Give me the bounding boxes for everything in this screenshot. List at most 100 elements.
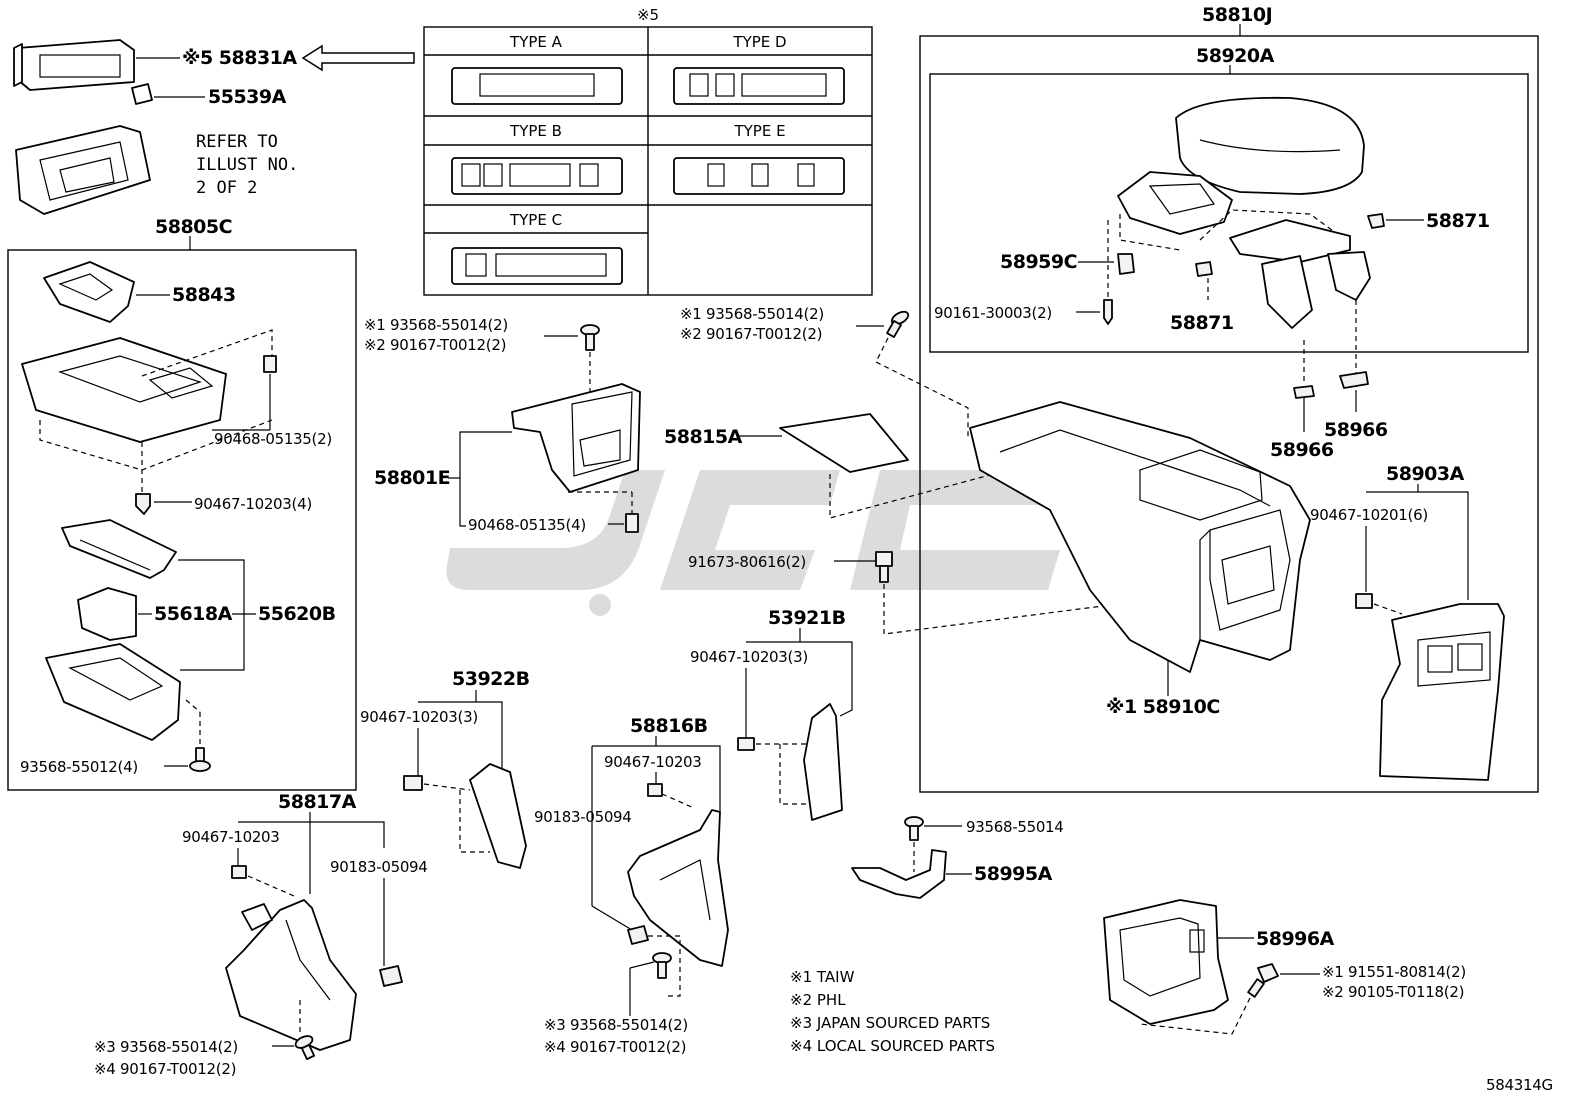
note-2: ※2 PHL: [790, 991, 846, 1009]
clip-90468-05135-a: [263, 355, 277, 373]
label-58815A-s1: ※1 93568-55014(2): [680, 305, 824, 323]
note-1: ※1 TAIW: [790, 968, 855, 986]
label-58843: 58843: [172, 284, 236, 306]
screw-58815A: [886, 310, 910, 338]
type-c-panel: [451, 247, 623, 285]
refer-line-1: REFER TO: [196, 132, 278, 152]
part-58995A: [851, 849, 947, 899]
clip-90467-10201: [1355, 593, 1373, 609]
clip-53921B: [737, 737, 755, 751]
type-table-title: ※5: [637, 6, 659, 24]
part-armrest-lid: [1175, 96, 1365, 195]
type-a-header: TYPE A: [509, 33, 563, 51]
type-d-header: TYPE D: [732, 33, 786, 51]
type-d-panel: [673, 67, 845, 105]
clip-90467-10203-a: [135, 493, 151, 515]
label-58995A: 58995A: [974, 863, 1053, 885]
label-58810J: 58810J: [1202, 4, 1272, 26]
pin-58966-a: [1293, 385, 1315, 399]
illustration-number: 584314G: [1486, 1076, 1553, 1094]
label-58816B: 58816B: [630, 715, 708, 737]
part-hinge-lower: [1229, 219, 1371, 329]
group-box-58810J: [919, 35, 1539, 793]
screw-58816B: [652, 952, 672, 979]
label-90468-05135-2: 90468-05135(2): [214, 430, 332, 448]
bolt-93568-55012: [189, 747, 211, 772]
label-53922B: 53922B: [452, 668, 530, 690]
part-58959C: [1117, 253, 1135, 275]
label-90468-05135-4: 90468-05135(4): [468, 516, 586, 534]
type-e-panel: [673, 157, 845, 195]
part-53922B: [469, 763, 527, 869]
label-58817A-s4: ※4 90167-T0012(2): [94, 1060, 236, 1078]
part-console-bracket: [15, 125, 151, 215]
label-58801E: 58801E: [374, 467, 450, 489]
label-58801E-s1: ※1 93568-55014(2): [364, 316, 508, 334]
label-58815A-s2: ※2 90167-T0012(2): [680, 325, 822, 343]
label-58816B-s4: ※4 90167-T0012(2): [544, 1038, 686, 1056]
label-90467-10201-6: 90467-10201(6): [1310, 506, 1428, 524]
label-58966-b: 58966: [1324, 419, 1388, 441]
label-93568-55012-4: 93568-55012(4): [20, 758, 138, 776]
label-90467-10203-4: 90467-10203(4): [194, 495, 312, 513]
label-90183-05094-b: 90183-05094: [534, 808, 632, 826]
pin-58966-b: [1339, 371, 1369, 389]
label-58805C: 58805C: [155, 216, 232, 238]
bolt-91673-80616: [875, 551, 893, 583]
part-58843: [43, 261, 135, 323]
label-55618A: 55618A: [154, 603, 233, 625]
group-box-58920A: [929, 73, 1529, 353]
part-58996A: [1103, 899, 1229, 1025]
label-58817A: 58817A: [278, 791, 357, 813]
label-58910C: ※1 58910C: [1106, 696, 1220, 718]
label-58816B-s3: ※3 93568-55014(2): [544, 1016, 688, 1034]
label-58966-a: 58966: [1270, 439, 1334, 461]
nut-90183-05094-a: [379, 965, 403, 987]
part-tray-bin: [45, 643, 181, 741]
label-58996A: 58996A: [1256, 928, 1335, 950]
label-90467-10203-b: 90467-10203: [604, 753, 702, 771]
label-58996A-s2: ※2 90105-T0118(2): [1322, 983, 1464, 1001]
label-58815A: 58815A: [664, 426, 743, 448]
legend-notes: ※1 TAIW ※2 PHL ※3 JAPAN SOURCED PARTS ※4…: [790, 968, 995, 1055]
clip-90468-05135-b: [625, 513, 639, 533]
part-55618A: [77, 587, 137, 641]
label-58831A: ※5 58831A: [182, 47, 297, 69]
label-90183-05094-a: 90183-05094: [330, 858, 428, 876]
part-53921B: [803, 703, 843, 821]
label-90161-30003-2: 90161-30003(2): [934, 304, 1052, 322]
label-58817A-s3: ※3 93568-55014(2): [94, 1038, 238, 1056]
screw-58817A: [294, 1035, 316, 1061]
clip-58816B: [647, 783, 663, 797]
type-a-panel: [451, 67, 623, 105]
label-58801E-s2: ※2 90167-T0012(2): [364, 336, 506, 354]
part-58903A: [1379, 603, 1505, 781]
label-58920A: 58920A: [1196, 45, 1275, 67]
arrow-type-table: [301, 44, 415, 72]
group-box-58805C: [7, 249, 357, 791]
part-shift-bezel: [21, 337, 227, 443]
label-90467-10203-a: 90467-10203: [182, 828, 280, 846]
watermark-logo: [446, 470, 1090, 616]
label-93568-55014: 93568-55014: [966, 818, 1064, 836]
part-55539A: [131, 83, 153, 105]
type-e-header: TYPE E: [733, 122, 785, 140]
screw-58801E: [580, 324, 600, 351]
note-4: ※4 LOCAL SOURCED PARTS: [790, 1037, 995, 1055]
bolt-93568-55014: [904, 816, 924, 841]
part-58817A: [225, 899, 357, 1051]
bolt-58996A: [1247, 963, 1279, 998]
label-53921B: 53921B: [768, 607, 846, 629]
label-58996A-s1: ※1 91551-80814(2): [1322, 963, 1466, 981]
part-58910C-console: [969, 401, 1311, 673]
label-58959C: 58959C: [1000, 251, 1077, 273]
part-58831A: [13, 39, 135, 91]
part-58815A: [779, 413, 909, 473]
clip-53922B: [403, 775, 423, 791]
screw-58871-a: [1367, 213, 1385, 229]
type-b-header: TYPE B: [509, 122, 562, 140]
part-55620B-lid: [61, 519, 177, 579]
type-b-panel: [451, 157, 623, 195]
label-55620B: 55620B: [258, 603, 336, 625]
